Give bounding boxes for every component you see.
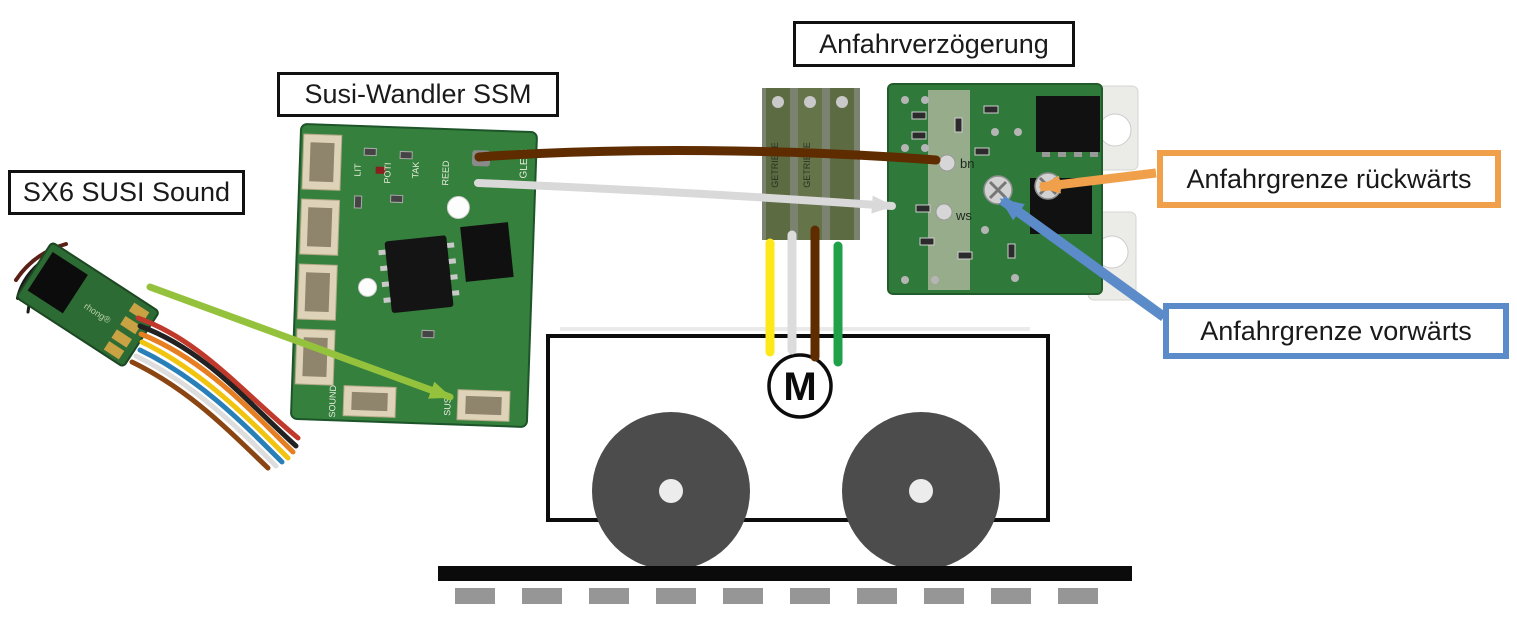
- label-anfahrgrenze-vorwaerts-text: Anfahrgrenze vorwärts: [1200, 315, 1472, 346]
- wire-yellow: [139, 339, 291, 461]
- label-susi-wandler-ssm: Susi-Wandler SSM: [277, 72, 559, 117]
- wheel-right-hub: [909, 479, 933, 503]
- susi-component-black: [460, 222, 514, 282]
- wire-orange: [138, 331, 296, 455]
- motor-wires: [765, 225, 843, 367]
- silkscreen-getriebe-1: GETRIEBE: [770, 142, 780, 188]
- silkscreen-lit: LIT: [352, 163, 362, 177]
- silkscreen-poti: POTI: [382, 162, 393, 183]
- wire-black: [137, 323, 299, 449]
- silkscreen-reed: REED: [440, 160, 451, 186]
- label-anfahrgrenze-vorwaerts: Anfahrgrenze vorwärts: [1163, 303, 1509, 359]
- pad-label-ws: ws: [955, 208, 972, 223]
- pad-label-bn: bn: [960, 156, 974, 171]
- anfahr-right-board: bn ws: [887, 83, 1139, 301]
- label-anfahrverzoegerung: Anfahrverzögerung: [793, 21, 1075, 67]
- wire-brown-connection: [474, 146, 941, 165]
- locomotive: M: [438, 327, 1132, 604]
- pad-bn: [938, 154, 956, 172]
- silkscreen-getriebe-2: GETRIEBE: [802, 142, 812, 188]
- arrow-orange-callout: [1038, 168, 1157, 194]
- wire-blue: [137, 347, 285, 465]
- lug-hole-top: [1098, 113, 1132, 147]
- arrow-green-callout: [146, 283, 454, 401]
- decoder-wire-bundle: [129, 315, 301, 471]
- sx6-decoder: rhong®: [14, 242, 301, 471]
- label-anfahrverzoegerung-text: Anfahrverzögerung: [819, 28, 1049, 59]
- decoder-chip: [27, 251, 88, 314]
- wire-gray-connection: [474, 179, 896, 214]
- pad-ws: [935, 203, 953, 221]
- track-sleepers: [455, 588, 1098, 604]
- track-rail: [438, 566, 1132, 581]
- label-anfahrgrenze-rueckwaerts: Anfahrgrenze rückwärts: [1157, 150, 1501, 208]
- label-sx6-susi-sound-text: SX6 SUSI Sound: [22, 177, 231, 208]
- wheel-left-hub: [659, 479, 683, 503]
- susi-connectors: [294, 133, 511, 422]
- wire-red: [135, 315, 301, 441]
- pad-strip: [928, 90, 970, 290]
- board-hole-2: [358, 277, 378, 297]
- silkscreen-tak: TAK: [410, 161, 421, 178]
- label-anfahrgrenze-rueckwaerts-text: Anfahrgrenze rückwärts: [1186, 163, 1472, 194]
- arrow-blue-callout: [999, 195, 1167, 322]
- motor-label: M: [783, 365, 816, 409]
- susi-wandler-board: GLEIS LIT POTI TAK REED SOUND SUSI: [290, 123, 538, 428]
- silkscreen-sound: SOUND: [327, 384, 338, 417]
- motor-circle: [767, 353, 833, 419]
- susi-smd-parts: [353, 147, 435, 339]
- wire-brown-thin: [129, 359, 271, 471]
- wire-white: [133, 353, 279, 469]
- label-susi-wandler-ssm-text: Susi-Wandler SSM: [304, 79, 532, 110]
- label-sx6-susi-sound: SX6 SUSI Sound: [8, 170, 245, 215]
- relay-top: [1036, 96, 1100, 152]
- silkscreen-susi: SUSI: [442, 395, 453, 416]
- board-hole-1: [446, 196, 470, 220]
- susi-ic-chip: [378, 235, 460, 313]
- anfahr-left-board: GETRIEBE GETRIEBE: [762, 88, 860, 240]
